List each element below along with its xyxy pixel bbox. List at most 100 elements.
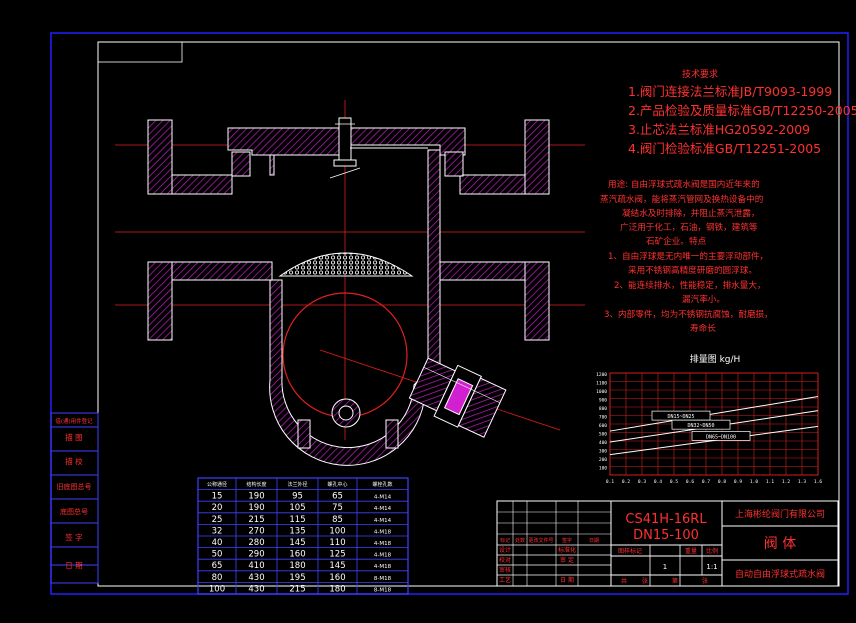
- table-cell: 110: [329, 538, 345, 548]
- description-line: 广泛用于化工，石油，钢铁，建筑等: [620, 221, 758, 233]
- size-range: DN15-100: [633, 528, 699, 543]
- chart-y-tick-label: 1200: [596, 372, 607, 378]
- description-line: 蒸汽疏水阀，能将蒸汽管网及换热设备中的: [600, 193, 763, 205]
- corner-box: [97, 41, 183, 63]
- table-cell: 100: [329, 526, 345, 536]
- chart-x-tick-label: 0.8: [718, 479, 726, 485]
- chart-x-tick-label: 0.1: [606, 479, 614, 485]
- table-cell: 50: [212, 550, 223, 560]
- table-cell: 65: [212, 561, 223, 571]
- chart-y-tick-label: 100: [599, 466, 607, 472]
- title-row-label: 审核: [499, 566, 511, 574]
- table-header-cell: 螺孔中心: [327, 481, 347, 488]
- table-cell: 160: [329, 573, 345, 583]
- title-row-label: 工艺: [499, 576, 511, 584]
- title-small-header: 日期: [589, 538, 599, 544]
- meta-header: 图样标记: [618, 547, 642, 555]
- chart-grid: [609, 372, 819, 476]
- table-cell: 4-M18: [374, 553, 392, 559]
- side-panel-item: 描 校: [65, 456, 83, 466]
- table-cell: 145: [289, 538, 305, 548]
- chart-x-tick-label: 0.9: [734, 479, 742, 485]
- scale: 1:1: [706, 563, 717, 571]
- table-cell: 135: [289, 526, 305, 536]
- chart-series-label-box: [691, 431, 751, 441]
- table-cell: 190: [248, 492, 264, 502]
- chart-series-label: DN15~DN25: [667, 414, 694, 420]
- tech-requirements-heading: 技术要求: [682, 68, 718, 80]
- title-small-header: 更改文件号: [528, 537, 553, 544]
- table-cell: 280: [248, 538, 264, 548]
- chart-series-label: DN65~DN100: [706, 434, 736, 440]
- sheet-label: 张: [702, 577, 708, 585]
- chart-x-tick-label: 1.0: [750, 479, 758, 485]
- sheet-label: 第: [672, 577, 678, 585]
- chart-series-label: DN32~DN50: [687, 423, 714, 429]
- table-cell: 4-M14: [374, 506, 392, 512]
- table-cell: 4-M18: [374, 529, 392, 535]
- chart-y-tick-label: 300: [599, 449, 607, 455]
- title-row-label: 日 期: [560, 576, 574, 584]
- sheet-label: 共: [621, 577, 627, 585]
- tech-requirements: 技术要求 1.阀门连接法兰标准JB/T9093-1999 2.产品检验及质量标准…: [628, 68, 856, 156]
- model-number: CS41H-16RL: [625, 512, 707, 527]
- table-cell: 15: [212, 492, 223, 502]
- description-line: 用途: 自由浮球式疏水阀是国内近年来的: [608, 178, 760, 190]
- side-panel-item: 签 字: [65, 532, 82, 542]
- title-block: 标记 处数 更改文件号 签字 日期 设计 标准化 校对 审 定 审核 工艺 日 …: [496, 500, 839, 587]
- table-header-cell: 公称通径: [207, 481, 227, 488]
- table-cell: 4-M18: [374, 564, 392, 570]
- chart-y-tick-label: 600: [599, 423, 607, 429]
- table-cell: 65: [332, 492, 343, 502]
- side-panel-item: 底图总号: [60, 507, 88, 516]
- description-line: 3、内部零件，均为不锈钢抗腐蚀，耐磨损，: [604, 308, 773, 320]
- title-small-header: 签字: [562, 537, 572, 544]
- table-cell: 105: [289, 503, 305, 513]
- title-small-header: 标记: [500, 537, 510, 544]
- table-cell: 190: [248, 503, 264, 513]
- table-cell: 430: [248, 573, 264, 583]
- chart-y-tick-label: 200: [599, 457, 607, 463]
- chart-x-tick-label: 0.5: [670, 479, 678, 485]
- chart-x-tick-label: 0.3: [638, 479, 646, 485]
- chart-x-tick-label: 0.6: [686, 479, 694, 485]
- quantity: 1: [663, 563, 667, 571]
- table-cell: 160: [289, 550, 305, 560]
- table-cell: 32: [212, 526, 223, 536]
- table-cell: 145: [329, 561, 345, 571]
- chart-y-tick-label: 900: [599, 398, 607, 404]
- title-row-label: 审 定: [560, 556, 574, 564]
- table-cell: 270: [248, 526, 264, 536]
- tech-requirement-line: 3.止芯法兰标准HG20592-2009: [628, 122, 810, 137]
- table-cell: 8-M18: [374, 587, 392, 593]
- chart-y-tick-label: 800: [599, 406, 607, 412]
- description-line: 1、自由浮球是无内唯一的主要浮动部件，: [608, 250, 768, 262]
- table-cell: 180: [289, 561, 305, 571]
- inner-frame: [97, 41, 840, 587]
- valve-section-view: [115, 100, 585, 466]
- table-cell: 180: [329, 584, 345, 594]
- table-header-cell: 法兰外径: [287, 481, 307, 488]
- table-cell: 125: [329, 550, 345, 560]
- description-line: 石矿企业。特点: [646, 235, 707, 247]
- table-header-cell: 结构长度: [246, 481, 266, 488]
- tech-requirement-line: 1.阀门连接法兰标准JB/T9093-1999: [628, 84, 832, 99]
- side-panel-item: 描 图: [65, 432, 82, 442]
- table-cell: 115: [289, 515, 305, 525]
- table-cell: 4-M14: [374, 518, 392, 524]
- description-line: 寿命长: [690, 322, 716, 334]
- table-cell: 20: [212, 503, 223, 513]
- table-cell: 215: [248, 515, 264, 525]
- tech-requirement-line: 2.产品检验及质量标准GB/T12250-2005: [628, 103, 856, 118]
- description-line: 凝结水及时排除，并阻止蒸汽泄露，: [622, 207, 760, 219]
- chart-y-tick-label: 700: [599, 415, 607, 421]
- table-cell: 430: [248, 584, 264, 594]
- discharge-chart: 排量图 kg/H 1200110010009008007006005004003…: [596, 353, 822, 485]
- chart-x-tick-label: 1.1: [766, 479, 774, 485]
- chart-y-tick-label: 1100: [596, 381, 607, 387]
- table-cell: 195: [289, 573, 305, 583]
- table-cell: 8-M18: [374, 576, 392, 582]
